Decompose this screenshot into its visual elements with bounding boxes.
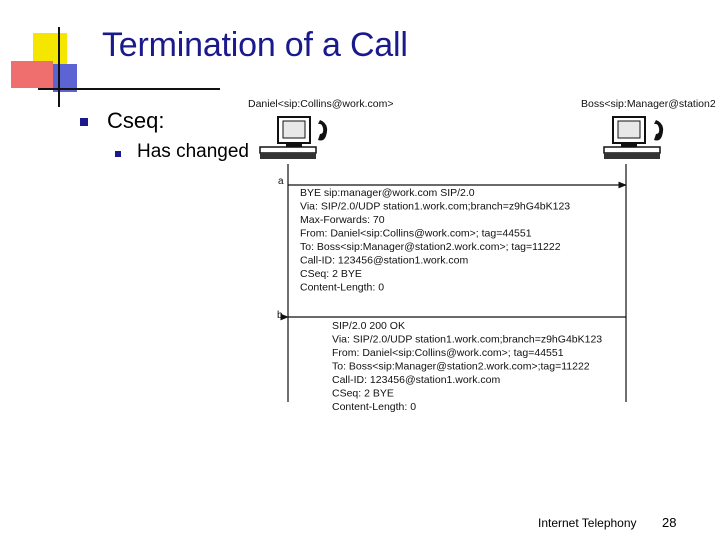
sub-bullet-text: Has changed — [137, 141, 249, 162]
page-number: 28 — [662, 515, 677, 530]
slide-title: Termination of a Call — [102, 26, 408, 64]
message-line: To: Boss<sip:Manager@station2.work.com>;… — [300, 241, 561, 253]
message-line: From: Daniel<sip:Collins@work.com>; tag=… — [332, 347, 564, 359]
right-party-label: Boss<sip:Manager@station2 — [581, 98, 716, 110]
bullet-text: Cseq: — [107, 108, 165, 133]
right-phone-computer-icon — [603, 116, 664, 159]
message-b-label: b — [277, 310, 283, 321]
bullet-square-icon — [80, 118, 88, 126]
message-line: Call-ID: 123456@station1.work.com — [332, 374, 500, 386]
message-a-label: a — [278, 176, 284, 187]
footer-course-title: Internet Telephony — [538, 516, 637, 530]
logo-square-blue — [53, 64, 77, 92]
message-line: Call-ID: 123456@station1.work.com — [300, 255, 468, 267]
message-line: Via: SIP/2.0/UDP station1.work.com;branc… — [332, 334, 602, 346]
left-phone-computer-icon — [259, 116, 328, 159]
message-line: From: Daniel<sip:Collins@work.com>; tag=… — [300, 228, 532, 240]
message-line: SIP/2.0 200 OK — [332, 320, 405, 332]
message-line: BYE sip:manager@work.com SIP/2.0 — [300, 187, 475, 199]
logo-square-red — [11, 61, 53, 88]
message-line: Via: SIP/2.0/UDP station1.work.com;branc… — [300, 201, 570, 213]
message-line: To: Boss<sip:Manager@station2.work.com>;… — [332, 361, 590, 373]
ok-response-text: SIP/2.0 200 OK Via: SIP/2.0/UDP station1… — [332, 320, 602, 413]
left-party-label: Daniel<sip:Collins@work.com> — [248, 98, 393, 110]
sip-call-flow-diagram: Daniel<sip:Collins@work.com> Boss<sip:Ma… — [240, 90, 720, 420]
logo-vertical-line — [58, 27, 60, 107]
logo-horizontal-line — [38, 88, 220, 90]
bye-request-text: BYE sip:manager@work.com SIP/2.0 Via: SI… — [300, 187, 570, 294]
message-line: CSeq: 2 BYE — [332, 388, 394, 400]
message-line: Content-Length: 0 — [300, 282, 384, 294]
sub-bullet-square-icon — [115, 151, 121, 157]
message-line: Max-Forwards: 70 — [300, 214, 385, 226]
message-line: CSeq: 2 BYE — [300, 268, 362, 280]
message-line: Content-Length: 0 — [332, 401, 416, 413]
